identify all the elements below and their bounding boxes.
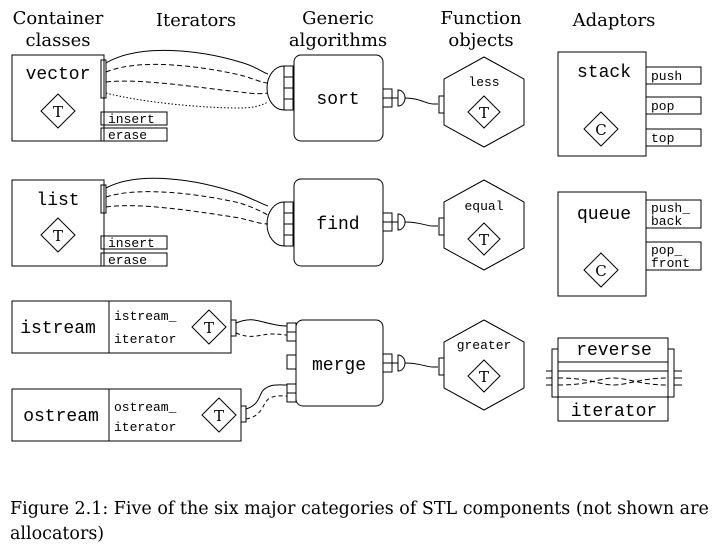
stl-diagram: Container classes Iterators Generic algo… [11,8,702,442]
vector-erase-label: erase [108,128,147,143]
stack-label: stack [577,63,631,83]
find-equal-link [404,221,438,227]
algorithm-merge: merge [286,319,406,407]
container-vector: vector T insert erase [11,54,168,143]
adaptor-reverse-iterator: reverse iterator [546,337,682,422]
function-object-equal: equal T [438,179,525,271]
adaptor-stack: stack C push pop top [557,51,702,157]
sort-label: sort [316,90,359,110]
stack-push-label: push [651,69,682,84]
ostream-port [240,405,247,423]
vector-type-label: T [53,103,63,121]
list-type-diamond [40,217,76,253]
stack-top-box [645,128,702,147]
figure-caption: Figure 2.1: Five of the six major catego… [10,499,709,544]
ostream-iterator-line2: iterator [114,420,176,435]
less-hexagon [443,56,525,148]
stack-top-label: top [651,131,674,146]
istream-port [230,319,237,337]
header-function-objects-line1: Function [440,8,522,29]
header-adaptors: Adaptors [572,10,656,31]
queue-pop-front-line2: front [651,256,690,271]
sort-less-link [404,97,438,105]
equal-type-label: T [479,231,489,249]
algorithm-find: find [266,178,406,267]
vector-insert-label: insert [108,112,155,127]
equal-hexagon [443,179,525,271]
list-erase-box [100,252,168,267]
less-type-label: T [479,104,489,122]
queue-type-label: C [595,262,606,280]
vector-iterator-port [100,59,107,99]
stream-ostream: ostream ostream_ iterator T [11,388,247,442]
queue-push-back-box [645,199,702,229]
vector-erase-box [100,127,168,142]
stack-pop-label: pop [651,99,674,114]
header-function-objects-line2: objects [448,30,513,51]
ostream-cable [245,384,288,420]
sort-plug [266,65,285,111]
stack-pop-box [645,96,702,115]
greater-hexagon [443,319,525,411]
istream-cable [235,319,288,337]
istream-type-label: T [204,319,214,337]
list-label: list [36,191,79,211]
adaptor-queue: queue C push_ back pop_ front [557,191,702,297]
reverse-label: reverse [576,341,652,361]
header-containers-line1: Container [13,8,104,29]
greater-type-diamond [467,359,501,393]
stream-istream: istream istream_ iterator T [11,300,237,354]
reverse-left-port [551,348,559,398]
istream-type-diamond [191,309,227,345]
list-iterator-port [100,184,107,214]
find-plug [266,201,285,247]
header-algorithms-line1: Generic [302,8,374,29]
ostream-iterator-line1: ostream_ [114,400,177,415]
algorithm-sort: sort [266,54,406,142]
istream-label: istream [20,319,96,339]
queue-label: queue [577,205,631,225]
equal-type-diamond [467,222,501,256]
header-algorithms-line2: algorithms [289,30,387,51]
header-containers-line2: classes [26,30,91,51]
header-iterators: Iterators [156,10,236,31]
queue-push-back-line2: back [651,214,682,229]
ostream-type-label: T [214,407,224,425]
ostream-label: ostream [23,407,99,427]
vector-type-diamond [40,93,76,129]
iterator-cables-list-find [105,177,269,225]
queue-type-diamond [583,252,619,288]
greater-type-label: T [479,368,489,386]
list-insert-label: insert [108,236,155,251]
stack-type-label: C [595,121,606,139]
stack-push-box [645,66,702,85]
merge-label: merge [312,356,366,376]
equal-label: equal [464,199,503,214]
reverse-right-port [667,348,675,398]
function-object-less: less T [438,56,525,148]
greater-label: greater [457,338,512,353]
list-box [11,179,105,267]
merge-greater-link [404,362,438,368]
iterator-cables-vector-sort [105,49,269,109]
container-list: list T insert erase [11,179,168,268]
istream-iterator-line2: iterator [114,332,176,347]
queue-push-back-line1: push_ [651,201,690,216]
function-object-greater: greater T [438,319,525,411]
vector-insert-box [100,111,168,126]
less-label: less [468,75,499,90]
queue-pop-front-box [645,241,702,271]
find-label: find [316,215,359,235]
ostream-type-diamond [201,397,237,433]
stack-type-diamond [583,111,619,147]
list-type-label: T [53,227,63,245]
list-insert-box [100,235,168,250]
iterator-label: iterator [571,402,657,422]
istream-iterator-line1: istream_ [114,309,177,324]
less-type-diamond [467,95,501,129]
list-erase-label: erase [108,253,147,268]
vector-label: vector [26,65,91,85]
queue-pop-front-line1: pop_ [651,243,682,258]
